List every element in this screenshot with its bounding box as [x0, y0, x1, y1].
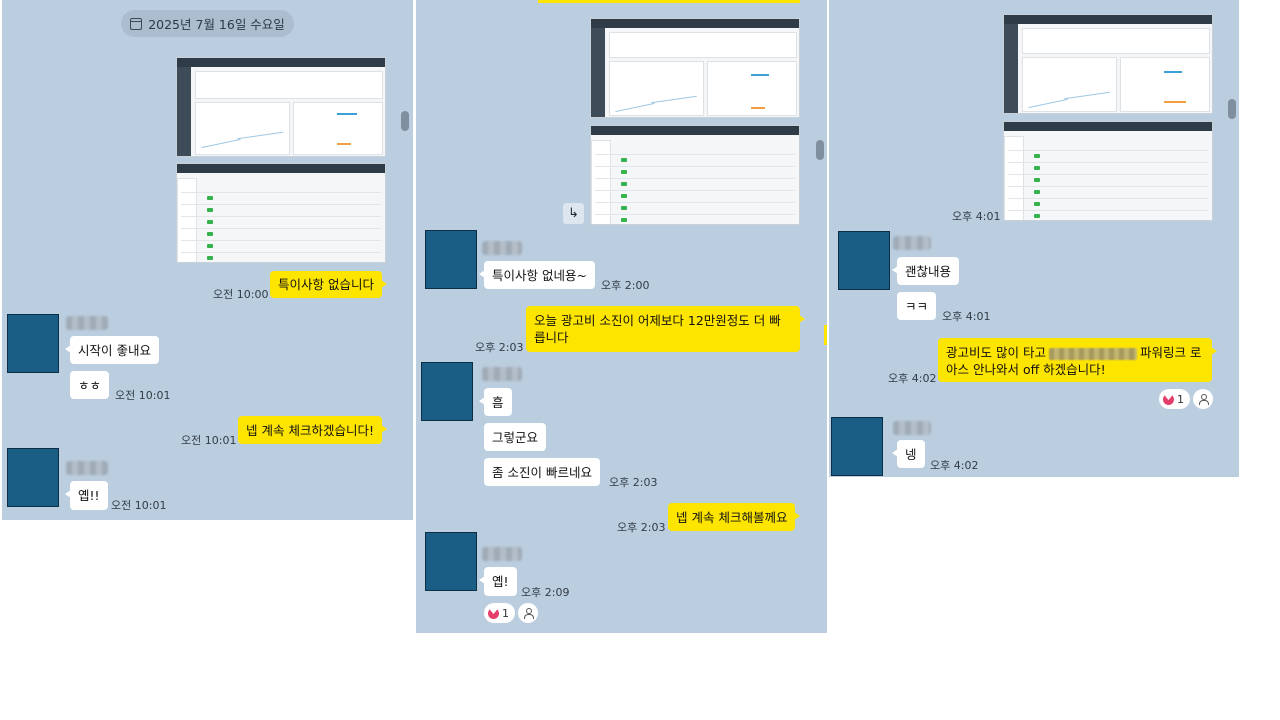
reply-arrow-icon[interactable]: ↳: [563, 203, 584, 224]
avatar[interactable]: [7, 448, 59, 507]
avatar[interactable]: [425, 532, 477, 591]
message-time: 오후 2:00: [601, 279, 650, 292]
reaction-users-button[interactable]: [518, 603, 538, 623]
my-message[interactable]: 넵 계속 체크해볼께요: [668, 503, 801, 531]
person-icon: [523, 608, 534, 619]
avatar[interactable]: [425, 230, 477, 289]
heart-icon: [1163, 392, 1174, 405]
their-message[interactable]: 그렇군요: [484, 423, 547, 451]
message-time: 오후 4:01: [942, 310, 991, 323]
avatar[interactable]: [831, 417, 883, 476]
message-time: 오전 10:01: [181, 434, 237, 447]
sender-name-blurred: [66, 316, 108, 330]
heart-icon: [488, 606, 499, 619]
sender-name-blurred: [66, 461, 108, 475]
calendar-icon: [130, 17, 143, 30]
message-time: 오전 10:00: [213, 288, 269, 301]
avatar[interactable]: [7, 314, 59, 373]
my-message[interactable]: 특이사항 없습니다: [270, 271, 387, 298]
avatar[interactable]: [838, 231, 890, 290]
shared-image-dashboard[interactable]: [176, 57, 386, 157]
avatar[interactable]: [421, 362, 473, 421]
shared-image-dashboard[interactable]: [1003, 14, 1213, 114]
scrollbar-thumb[interactable]: [1228, 99, 1236, 119]
chat-panel-1: 2025년 7월 16일 수요일 오전 10:00 특이사항 없습니다 시작이 …: [2, 0, 413, 520]
message-time: 오전 10:01: [115, 389, 171, 402]
their-message[interactable]: 넹: [892, 440, 925, 468]
their-message[interactable]: 옙!!: [65, 481, 108, 510]
message-time: 오후 4:02: [930, 459, 979, 472]
shared-image-table[interactable]: [1003, 121, 1213, 221]
chat-panel-2: ↳ 특이사항 없네용~ 오후 2:00 오후 2:03 오늘 광고비 소진이 어…: [416, 0, 827, 633]
their-message[interactable]: 괜찮내용: [891, 257, 960, 285]
message-time: 오후 2:03: [609, 476, 658, 489]
my-message[interactable]: 넵 계속 체크하겠습니다!: [238, 416, 387, 444]
message-text-part: 광고비도 많이 타고: [946, 345, 1046, 360]
sender-name-blurred: [893, 421, 931, 435]
sender-name-blurred: [482, 367, 522, 381]
redacted-text: [1048, 347, 1137, 360]
previous-message-edge: [538, 0, 800, 3]
heart-reaction[interactable]: 1: [484, 603, 515, 623]
their-message[interactable]: 특이사항 없네용~: [479, 261, 595, 289]
message-text-part: 파워링크 로아스 안나와서 off 하겠습니다!: [946, 345, 1202, 377]
their-message[interactable]: 시작이 좋내요: [65, 336, 159, 364]
their-message[interactable]: ㅎㅎ: [70, 371, 110, 399]
reaction-count: 1: [1177, 392, 1184, 406]
message-time: 오후 4:02: [888, 372, 937, 385]
message-time: 오전 10:01: [111, 499, 167, 512]
their-message[interactable]: 옙!: [479, 567, 517, 596]
scrollbar-thumb[interactable]: [816, 140, 824, 160]
shared-image-dashboard[interactable]: [590, 18, 800, 118]
their-message[interactable]: ㅋㅋ: [897, 292, 937, 320]
reaction-users-button[interactable]: [1193, 389, 1213, 409]
message-time: 오후 2:03: [617, 521, 666, 534]
message-time: 오후 2:03: [475, 341, 524, 354]
my-message[interactable]: 오늘 광고비 소진이 어제보다 12만원정도 더 빠릅니다: [526, 306, 805, 352]
their-message[interactable]: 흠: [479, 388, 512, 416]
previous-message-edge: [824, 325, 827, 345]
person-icon: [1198, 394, 1209, 405]
reaction-count: 1: [502, 606, 509, 620]
their-message[interactable]: 좀 소진이 빠르네요: [484, 458, 600, 486]
sender-name-blurred: [893, 236, 931, 250]
message-time: 오후 4:01: [952, 210, 1001, 223]
shared-image-table[interactable]: [590, 125, 800, 225]
chat-panel-3: 오후 4:01 괜찮내용 ㅋㅋ 오후 4:01 오후 4:02 광고비도 많이 …: [829, 0, 1239, 477]
sender-name-blurred: [482, 547, 522, 561]
date-divider: 2025년 7월 16일 수요일: [121, 10, 294, 37]
sender-name-blurred: [482, 241, 522, 255]
scrollbar-thumb[interactable]: [401, 111, 409, 131]
message-time: 오후 2:09: [521, 586, 570, 599]
shared-image-table[interactable]: [176, 163, 386, 263]
heart-reaction[interactable]: 1: [1159, 389, 1190, 409]
date-label: 2025년 7월 16일 수요일: [148, 17, 285, 32]
